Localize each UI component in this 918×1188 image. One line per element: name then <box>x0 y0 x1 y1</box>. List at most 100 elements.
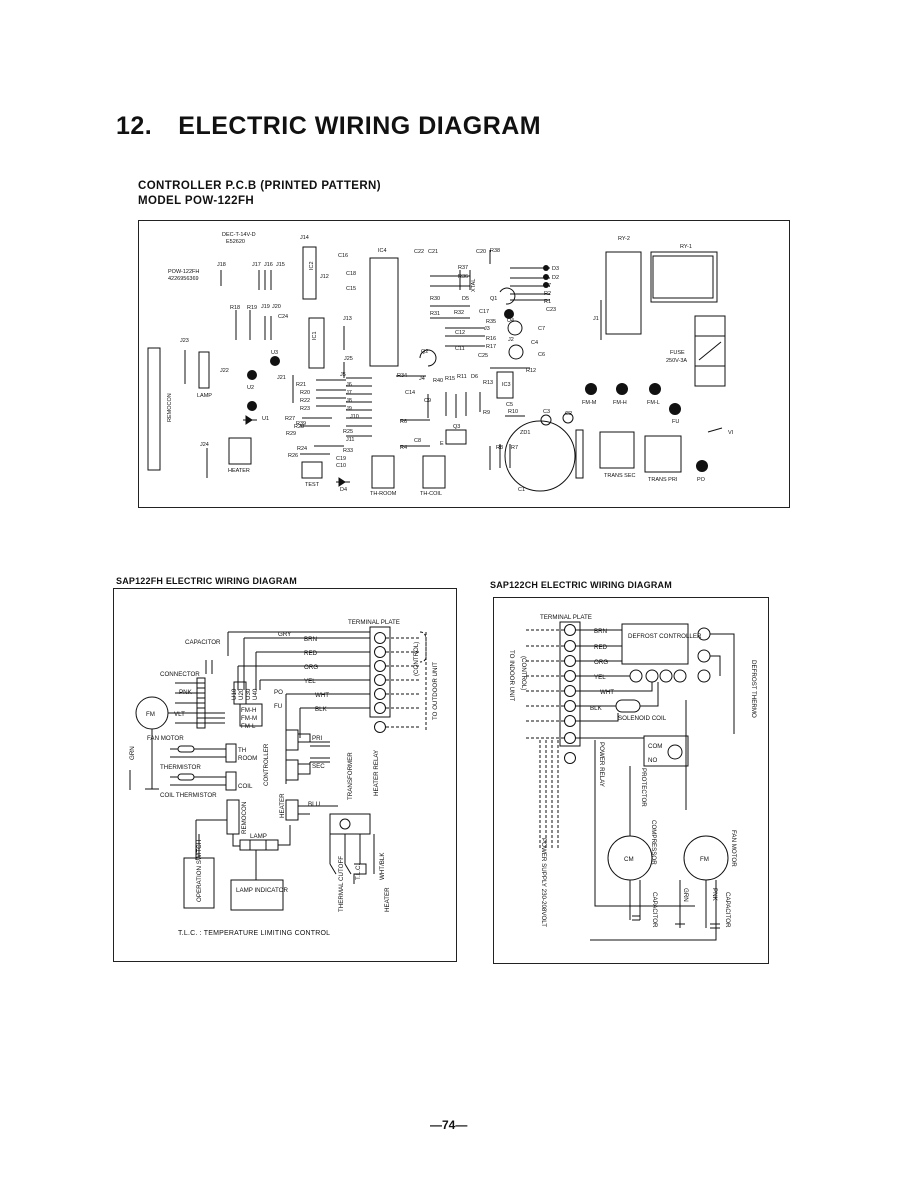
pcb-j9: J9 <box>346 406 352 412</box>
pcb-r15: R15 <box>445 376 455 382</box>
pcb-r34: R34 <box>397 373 407 379</box>
pcb-r31: R31 <box>430 311 440 317</box>
fh-control: (CONTROL) <box>413 642 420 676</box>
pcb-ry1: RY-1 <box>680 244 692 250</box>
ch-caption: SAP122CH ELECTRIC WIRING DIAGRAM <box>490 580 672 590</box>
pcb-j23: J23 <box>180 338 189 344</box>
pcb-j25: J25 <box>344 356 353 362</box>
pcb-ic3: IC3 <box>502 382 511 388</box>
fh-pin-u30: U30 <box>245 688 252 700</box>
fh-to-outdoor: TO OUTDOOR UNIT <box>432 662 439 720</box>
ch-wire-yel: YEL <box>594 674 606 681</box>
pcb-board-code: E52620 <box>226 239 245 245</box>
fh-wire-blu: BLU <box>308 801 320 808</box>
pcb-c19: C19 <box>336 456 346 462</box>
pcb-xtal: XTAL <box>471 279 477 292</box>
pcb-r23: R23 <box>300 406 310 412</box>
th-coil-socket <box>422 455 446 489</box>
pcb-j18: J18 <box>217 262 226 268</box>
pcb-trans-pri: TRANS PRI <box>648 477 678 483</box>
pcb-j16: J16 <box>264 262 273 268</box>
lamp-connector <box>198 351 210 389</box>
pcb-board <box>138 220 790 508</box>
pcb-c21: C21 <box>428 249 438 255</box>
fh-remocon: REMOCON <box>241 802 248 834</box>
pcb-c14: C14 <box>405 390 415 396</box>
fh-pri: PRI <box>312 735 323 742</box>
fh-coil: COIL <box>238 783 253 790</box>
ch-wire-org: ORG <box>594 659 608 666</box>
pcb-r39: R39 <box>296 421 306 427</box>
pcb-r24: R24 <box>297 446 307 452</box>
th-room-socket <box>371 455 395 489</box>
pcb-j19: J19 <box>261 304 270 310</box>
fh-wire-pnk: PNK <box>179 689 193 696</box>
pcb-r8: R8 <box>496 445 503 451</box>
pcb-heading: CONTROLLER P.C.B (PRINTED PATTERN) <box>138 180 381 192</box>
fh-operation-switch: OPERATION SWITCH <box>196 840 203 902</box>
ch-wire-blk: BLK <box>590 705 603 712</box>
fh-th: TH <box>238 747 246 754</box>
ch-compressor: COMPRESSOR <box>650 820 657 865</box>
fh-heater-element: HEATER <box>384 887 391 912</box>
fh-po: PO <box>274 689 283 696</box>
ic1 <box>308 317 325 369</box>
fh-connector: CONNECTOR <box>160 671 200 678</box>
pcb-j12: J12 <box>320 274 329 280</box>
ch-wire-pnk: PNK <box>711 888 718 902</box>
pcb-j4: J4 <box>419 376 425 382</box>
fh-pin-u40: U40 <box>252 688 259 700</box>
ch-wire-grn: GRN <box>682 888 689 902</box>
pcb-j15: J15 <box>276 262 285 268</box>
fh-thermal-cutoff: THERMAL CUTOFF <box>338 856 345 912</box>
fh-pin-u20: U20 <box>238 688 245 700</box>
pcb-d5: D5 <box>462 296 469 302</box>
pcb-th-room: TH-ROOM <box>370 491 397 497</box>
ch-power-relay: POWER RELAY <box>598 742 605 787</box>
fh-caption: SAP122FH ELECTRIC WIRING DIAGRAM <box>116 576 297 586</box>
pcb-j20: J20 <box>272 304 281 310</box>
pcb-r4: R4 <box>400 445 407 451</box>
pcb-r22: R22 <box>300 398 310 404</box>
pcb-r9: R9 <box>483 410 490 416</box>
pcb-r28: R28 <box>294 424 304 430</box>
ch-capacitor-cm: CAPACITOR <box>651 892 658 928</box>
pcb-u2: U2 <box>247 385 254 391</box>
pcb-c9: C9 <box>424 398 431 404</box>
pcb-c6: C6 <box>538 352 545 358</box>
capacitor-c1 <box>504 420 576 492</box>
fh-fm: FM <box>146 711 155 718</box>
pcb-r2: R2 <box>544 291 551 297</box>
pcb-fm-h: FM-H <box>613 400 627 406</box>
pcb-c5: C5 <box>506 402 513 408</box>
pcb-fuse-label: FUSE <box>670 350 685 356</box>
pcb-r7: R7 <box>511 445 518 451</box>
fh-room: ROOM <box>238 755 257 762</box>
pcb-r37: R37 <box>458 265 468 271</box>
page-number: —74— <box>430 1118 468 1132</box>
pcb-c12: C12 <box>455 330 465 336</box>
ch-cm: CM <box>624 856 634 863</box>
pcb-r16: R16 <box>486 336 496 342</box>
ch-defrost-controller-1: DEFROST CONTROLLER <box>628 633 702 640</box>
pcb-c2: C2 <box>565 411 572 417</box>
remocon-connector <box>147 347 161 471</box>
fh-fm-m: FM-M <box>241 715 257 722</box>
ch-diagram-frame <box>493 597 769 964</box>
pcb-ic4: IC4 <box>378 248 387 254</box>
fh-controller: CONTROLLER <box>263 743 270 786</box>
test-pad <box>301 461 323 479</box>
pcb-r20: R20 <box>300 390 310 396</box>
pcb-d7: D7 <box>544 283 551 289</box>
pcb-d2: D2 <box>552 275 559 281</box>
pcb-r18: R18 <box>230 305 240 311</box>
pcb-c23: C23 <box>546 307 556 313</box>
pcb-j14: J14 <box>300 235 309 241</box>
pcb-r29: R29 <box>286 431 296 437</box>
section-number: 12. <box>116 112 153 140</box>
pcb-u3: U3 <box>271 350 278 356</box>
pcb-r21: R21 <box>296 382 306 388</box>
pcb-u4: U4 <box>507 318 514 324</box>
fh-heater-relay: HEATER RELAY <box>373 750 380 796</box>
pcb-c11: C11 <box>455 346 465 352</box>
